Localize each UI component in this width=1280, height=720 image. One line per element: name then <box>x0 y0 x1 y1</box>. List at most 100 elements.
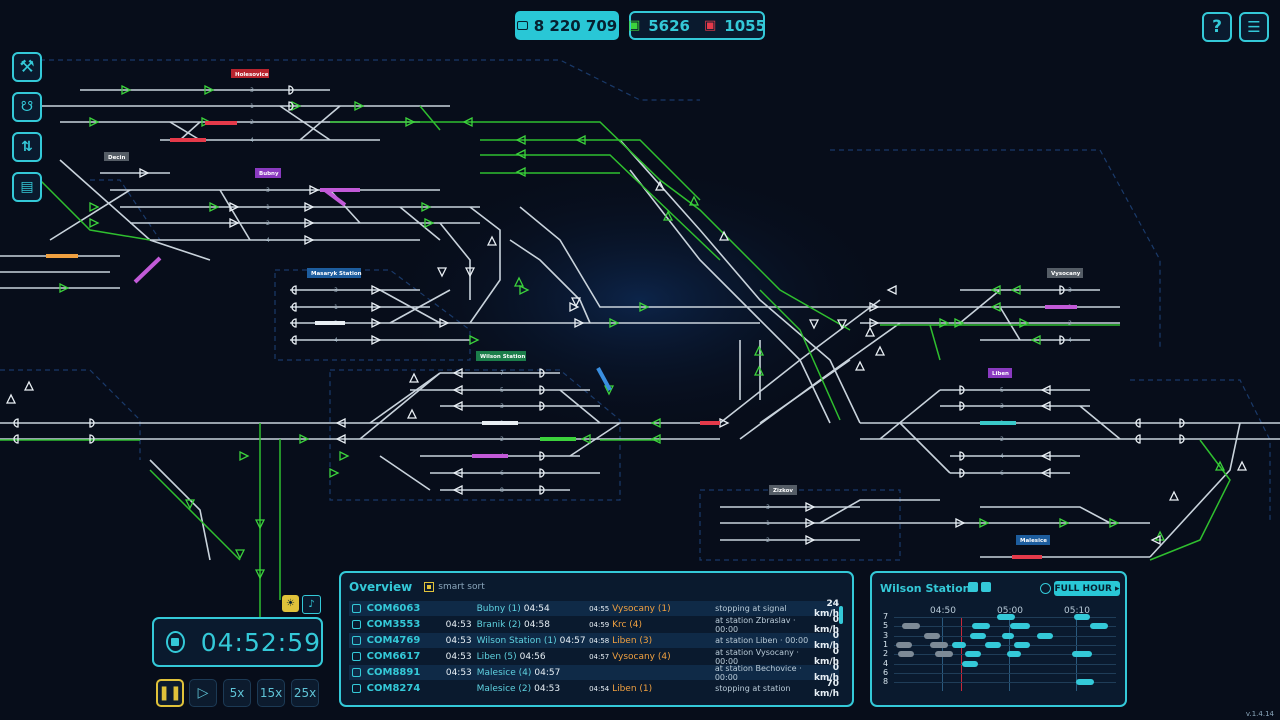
label-liben: Liben <box>992 371 1009 377</box>
scrollbar[interactable] <box>839 606 843 624</box>
label-decin: Decin <box>108 155 125 161</box>
schedule-block[interactable] <box>1072 651 1092 658</box>
destination-station: Liben (1) <box>612 683 653 694</box>
schedule-block[interactable] <box>896 641 912 648</box>
train-id: COM4769 <box>366 635 421 646</box>
trains[interactable] <box>46 121 1077 559</box>
origin-time: 04:57 <box>559 635 586 646</box>
full-hour-button[interactable]: FULL HOUR ▸ <box>1054 581 1120 596</box>
money-display: 8 220 709 <box>515 11 619 40</box>
label-vysocany: Vysocany <box>1051 271 1081 277</box>
destination-station: Vysocany (1) <box>612 603 671 614</box>
train-speed: 0 km/h <box>813 614 840 635</box>
cart-icon: ☋ <box>20 99 34 115</box>
track-row <box>894 626 1116 628</box>
svg-text:3: 3 <box>266 187 270 194</box>
schedule-block[interactable] <box>1074 614 1090 620</box>
clock-time: 04:52:59 <box>200 627 321 657</box>
schedule-block[interactable] <box>962 660 978 667</box>
label-bubny: Bubny <box>259 171 279 177</box>
destination-station: Vysocany (4) <box>612 651 671 662</box>
stop-icon[interactable] <box>166 631 185 653</box>
train-speed: 70 km/h <box>813 678 840 699</box>
timeline-time-label: 05:00 <box>997 606 1023 616</box>
schedule-block[interactable] <box>965 651 981 658</box>
train-red-icon: ▣ <box>704 18 717 33</box>
schedule-block[interactable] <box>1007 651 1021 658</box>
origin-station: Wilson Station (1) <box>476 635 557 646</box>
origin-station: Malesice (4) <box>476 667 532 678</box>
pause-button[interactable]: ❚❚ <box>156 679 184 707</box>
station-info-icon[interactable] <box>968 582 978 592</box>
help-button[interactable]: ? <box>1202 12 1232 42</box>
schedule-block[interactable] <box>898 651 914 658</box>
departure-time: 04:53 <box>445 619 472 630</box>
schedule-block[interactable] <box>970 632 986 639</box>
schedule-block[interactable] <box>985 641 1001 648</box>
svg-text:3: 3 <box>1000 403 1004 410</box>
origin-station: Malesice (2) <box>476 683 532 694</box>
departure-time: 04:53 <box>445 667 472 678</box>
swap-tool-button[interactable]: ⇅ <box>12 132 42 162</box>
palette-button[interactable]: ☀ <box>282 595 299 612</box>
schedule-block[interactable] <box>902 623 920 630</box>
speed-25x-button[interactable]: 25x <box>291 679 319 707</box>
train-speed: 0 km/h <box>813 662 839 683</box>
speed-5x-button[interactable]: 5x <box>223 679 251 707</box>
wrench-icon: ⚒ <box>19 57 35 77</box>
speed-15x-button[interactable]: 15x <box>257 679 285 707</box>
menu-button[interactable]: ☰ <box>1239 12 1269 42</box>
schedule-block[interactable] <box>997 614 1015 620</box>
label-malesice: Malesice <box>1020 538 1047 544</box>
svg-text:4: 4 <box>1068 337 1072 344</box>
schedule-block[interactable] <box>930 641 948 648</box>
station-swap-icon[interactable] <box>981 582 991 592</box>
smart-sort-toggle[interactable]: smart sort <box>424 581 485 592</box>
track-row <box>894 672 1116 674</box>
schedule-block[interactable] <box>1014 641 1030 648</box>
list-icon: ☰ <box>1247 18 1261 36</box>
train-icon <box>352 684 361 693</box>
svg-text:4: 4 <box>334 337 338 344</box>
schedule-block[interactable] <box>952 641 966 648</box>
svg-text:2: 2 <box>1000 436 1004 443</box>
track-row <box>894 682 1116 684</box>
play-button[interactable]: ▷ <box>189 679 217 707</box>
train-counters: ▣ 5626 ▣ 1055 <box>628 11 766 40</box>
origin-time: 04:53 <box>534 683 561 694</box>
schedule-block[interactable] <box>1076 679 1094 686</box>
schedule-block[interactable] <box>1037 632 1053 639</box>
schedule-block[interactable] <box>1002 632 1014 639</box>
schedule-block[interactable] <box>1090 623 1108 630</box>
track-row <box>894 644 1116 646</box>
departure-time: 04:53 <box>445 635 472 646</box>
white-signals <box>5 85 1248 546</box>
svg-text:3: 3 <box>500 403 504 410</box>
train-id: COM6063 <box>366 603 421 614</box>
track-number: 3 <box>883 630 889 640</box>
swap-icon: ⇅ <box>21 139 33 155</box>
track-number: 8 <box>883 677 889 687</box>
schedule-block[interactable] <box>924 632 940 639</box>
train-speed: 24 km/h <box>813 598 840 619</box>
schedule-block[interactable] <box>1010 623 1030 630</box>
schedule-block[interactable] <box>935 651 953 658</box>
clock-icon[interactable] <box>1040 583 1051 594</box>
log-book-button[interactable]: ▤ <box>12 172 42 202</box>
sound-button[interactable]: ♪ <box>302 595 321 614</box>
pause-icon: ❚❚ <box>158 685 182 701</box>
train-id: COM6617 <box>366 651 421 662</box>
train-status: at station Zbraslav · 00:00 <box>715 615 796 634</box>
station-title: Wilson Station <box>880 582 971 595</box>
schedule-block[interactable] <box>972 623 990 630</box>
shop-button[interactable]: ☋ <box>12 92 42 122</box>
build-tool-button[interactable]: ⚒ <box>12 52 42 82</box>
